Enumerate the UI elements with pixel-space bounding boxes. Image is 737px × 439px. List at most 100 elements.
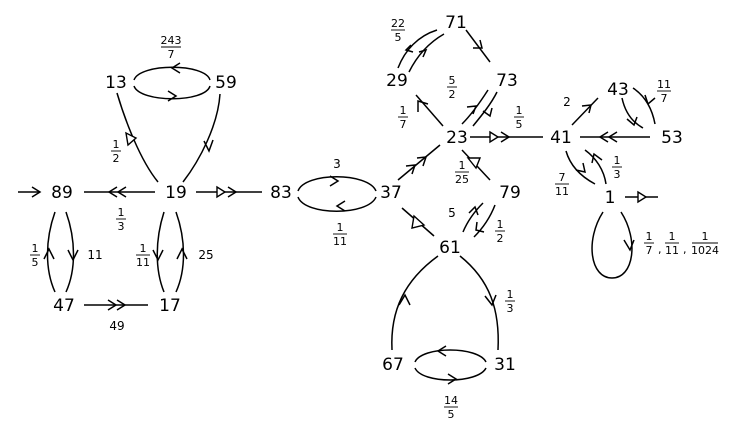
edge-loop-1 — [591, 211, 635, 279]
node-31: 31 — [494, 355, 516, 375]
svg-text:5: 5 — [32, 256, 39, 269]
edge-41-1 — [565, 150, 596, 185]
label-23-29: 1 7 — [398, 104, 408, 131]
node-41: 41 — [550, 128, 572, 148]
edge-59-19 — [182, 93, 221, 183]
svg-text:7: 7 — [168, 48, 175, 61]
svg-text:11: 11 — [657, 78, 671, 91]
label-79-23: 1 25 — [455, 159, 469, 186]
svg-text:1: 1 — [32, 242, 39, 255]
svg-text:3: 3 — [614, 168, 621, 181]
svg-text:7: 7 — [400, 118, 407, 131]
label-61-31: 1 3 — [505, 288, 515, 315]
edge-37-23 — [397, 144, 441, 181]
node-37: 37 — [380, 183, 402, 203]
svg-text:1: 1 — [646, 230, 653, 243]
label-43-53: 11 7 — [657, 78, 671, 105]
svg-text:1: 1 — [459, 159, 466, 172]
svg-text:11: 11 — [333, 235, 347, 248]
svg-text:2: 2 — [497, 232, 504, 245]
label-41-1: 7 11 — [555, 171, 569, 198]
node-43: 43 — [607, 80, 629, 100]
label-73-23: 5 2 — [447, 74, 457, 101]
edge-47-17 — [84, 299, 148, 311]
edge-53-41 — [580, 131, 650, 143]
edge-79-23 — [461, 149, 491, 181]
node-79: 79 — [499, 183, 521, 203]
svg-text:2: 2 — [113, 152, 120, 165]
label-13-19: 1 2 — [111, 138, 121, 165]
label-23-41: 1 5 — [514, 104, 524, 131]
node-67: 67 — [382, 355, 404, 375]
edge-29-71 — [408, 33, 445, 73]
label-37-83: 1 11 — [333, 221, 347, 248]
svg-text:1: 1 — [118, 206, 125, 219]
svg-text:5: 5 — [448, 408, 455, 421]
node-83: 83 — [270, 183, 292, 203]
svg-text:,: , — [683, 243, 687, 256]
edge-17-19 — [175, 211, 188, 293]
node-61: 61 — [439, 238, 461, 258]
svg-text:14: 14 — [444, 394, 458, 407]
svg-text:1: 1 — [140, 242, 147, 255]
svg-text:3: 3 — [118, 220, 125, 233]
svg-text:1: 1 — [516, 104, 523, 117]
edge-71-29 — [397, 29, 438, 69]
edge-1-41 — [584, 149, 607, 185]
svg-text:1: 1 — [400, 104, 407, 117]
edge-67-31 — [414, 367, 487, 385]
edge-23-41 — [470, 130, 543, 144]
label-loop-1: 1 7 , 1 11 , 1 1024 — [644, 230, 719, 257]
svg-text:1: 1 — [113, 138, 120, 151]
label-19-89: 1 3 — [116, 206, 126, 233]
svg-text:7: 7 — [646, 244, 653, 257]
edge-37-83 — [297, 196, 377, 212]
label-17-19: 1 11 — [136, 242, 150, 269]
node-73: 73 — [496, 71, 518, 91]
svg-text:11: 11 — [136, 256, 150, 269]
edge-exit-1 — [625, 190, 658, 204]
node-19: 19 — [165, 183, 187, 203]
edge-13-59 — [133, 85, 211, 102]
nodes: 89 19 83 13 59 47 17 37 71 29 73 23 79 6… — [51, 13, 683, 375]
svg-text:1: 1 — [614, 154, 621, 167]
edge-23-29 — [415, 94, 444, 127]
svg-text:25: 25 — [455, 173, 469, 186]
svg-text:11: 11 — [555, 185, 569, 198]
svg-text:5: 5 — [516, 118, 523, 131]
svg-text:11: 11 — [665, 244, 679, 257]
edge-89-47 — [43, 211, 56, 293]
node-89: 89 — [51, 183, 73, 203]
svg-text:3: 3 — [507, 302, 514, 315]
label-61-79: 5 — [448, 206, 456, 220]
edge-79-61 — [473, 204, 496, 238]
edge-13-19 — [116, 92, 159, 183]
edge-19-17 — [152, 211, 165, 293]
edge-41-43 — [571, 97, 599, 126]
edge-59-13 — [133, 62, 211, 81]
label-31-67: 14 5 — [444, 394, 458, 421]
edge-43-53 — [621, 97, 644, 129]
label-41-43: 2 — [563, 95, 571, 109]
node-47: 47 — [53, 296, 75, 316]
svg-text:1024: 1024 — [691, 244, 719, 257]
edge-83-37 — [297, 175, 377, 192]
edge-19-89 — [84, 186, 155, 198]
edge-19-83 — [196, 185, 262, 199]
edge-47-89 — [65, 211, 79, 293]
svg-text:1: 1 — [669, 230, 676, 243]
svg-text:,: , — [658, 243, 662, 256]
svg-text:2: 2 — [449, 88, 456, 101]
edge-entry-89 — [18, 186, 42, 198]
svg-text:5: 5 — [395, 31, 402, 44]
node-23: 23 — [446, 128, 468, 148]
edge-31-67 — [414, 345, 487, 363]
svg-text:22: 22 — [391, 17, 405, 30]
node-71: 71 — [445, 13, 467, 33]
edge-61-79 — [462, 202, 484, 233]
label-47-89: 11 — [87, 248, 102, 262]
edge-61-31 — [459, 255, 499, 351]
svg-text:7: 7 — [559, 171, 566, 184]
node-13: 13 — [105, 73, 127, 93]
